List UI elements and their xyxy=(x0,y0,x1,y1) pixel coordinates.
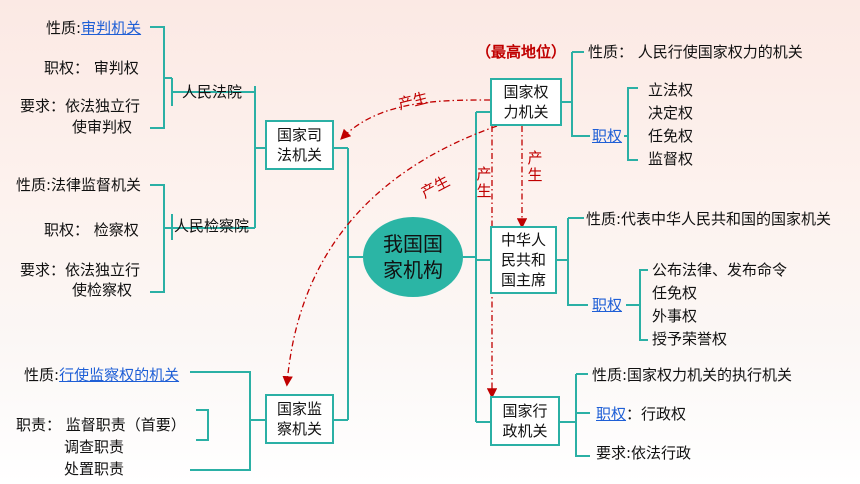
admin-box: 国家行 政机关 xyxy=(490,396,560,446)
president-line1: 中华人 xyxy=(500,231,546,249)
supervision-box: 国家监 察机关 xyxy=(265,394,334,444)
power-organ-box: 国家权 力机关 xyxy=(490,78,562,126)
president-line2: 民共和 xyxy=(500,251,546,269)
procuratorate-power: 职权： 检察权 xyxy=(44,221,139,239)
admin-power-link[interactable]: 职权 xyxy=(596,405,627,423)
arrow-label-char: 产 xyxy=(476,165,492,183)
supervision-nature: 性质:行使监察权的机关 xyxy=(24,365,179,385)
court-power: 职权： 审判权 xyxy=(44,59,139,77)
court-req-line1: 要求：依法独立行 xyxy=(20,97,141,115)
court-nature: 性质:审判机关 xyxy=(46,18,141,38)
admin-line1: 国家行 xyxy=(502,402,548,420)
admin-req: 要求:依法行政 xyxy=(596,444,692,462)
procuratorate-req-line2: 使检察权 xyxy=(72,281,133,299)
power-organ-power-link[interactable]: 职权 xyxy=(592,127,623,145)
supreme-status-label: （最高地位） xyxy=(476,43,567,61)
president-power-2: 任免权 xyxy=(652,284,698,302)
supervision-nature-link[interactable]: 行使监察权的机关 xyxy=(59,366,180,384)
admin-power-value: ：行政权 xyxy=(626,405,687,423)
supervision-nature-label: 性质: xyxy=(24,366,60,384)
supervision-line1: 国家监 xyxy=(276,400,322,418)
procuratorate-name: 人民检察院 xyxy=(174,217,250,235)
supervision-duty1: 职责： 监督职责（首要） xyxy=(16,416,186,434)
president-line3: 国主席 xyxy=(500,271,546,289)
judicial-line2: 法机关 xyxy=(276,146,322,164)
supervision-duty3: 处置职责 xyxy=(64,460,125,478)
procuratorate-nature: 性质:法律监督机关 xyxy=(16,176,142,194)
president-power-3: 外事权 xyxy=(652,307,698,325)
center-line1: 我国国 xyxy=(383,232,443,256)
procuratorate-req-line1: 要求：依法独立行 xyxy=(20,261,141,279)
supervision-duty2: 调查职责 xyxy=(64,438,125,456)
court-nature-link[interactable]: 审判机关 xyxy=(81,19,142,37)
power-organ-power-2: 决定权 xyxy=(648,104,694,122)
president-power-4: 授予荣誉权 xyxy=(652,330,728,348)
power-organ-power-4: 监督权 xyxy=(648,150,694,168)
arrow-label-char: 产 xyxy=(527,149,543,167)
arrow-label-char: 生 xyxy=(476,182,492,200)
admin-line2: 政机关 xyxy=(502,422,548,440)
arrow-label-produce-president: 产 生 xyxy=(527,150,543,184)
judicial-line1: 国家司 xyxy=(276,126,322,144)
supervision-line2: 察机关 xyxy=(276,420,322,438)
president-power-link[interactable]: 职权 xyxy=(592,296,623,314)
arrow-label-produce-admin: 产 生 xyxy=(476,166,492,200)
power-organ-power-3: 任免权 xyxy=(648,127,694,145)
court-nature-label: 性质: xyxy=(46,19,82,37)
president-power-1: 公布法律、发布命令 xyxy=(652,261,788,279)
president-nature: 性质:代表中华人民共和国的国家机关 xyxy=(586,210,832,228)
court-req-line2: 使审判权 xyxy=(72,118,133,136)
president-box: 中华人 民共和 国主席 xyxy=(490,226,557,294)
admin-nature: 性质:国家权力机关的执行机关 xyxy=(592,366,793,384)
judicial-box: 国家司 法机关 xyxy=(265,120,334,170)
court-name: 人民法院 xyxy=(182,83,243,101)
power-organ-nature: 性质： 人民行使国家权力的机关 xyxy=(588,43,803,61)
power-organ-line1: 国家权 xyxy=(503,83,549,101)
power-organ-power-1: 立法权 xyxy=(648,81,694,99)
power-organ-line2: 力机关 xyxy=(503,103,549,121)
arrow-label-char: 生 xyxy=(527,166,543,184)
admin-power: 职权：行政权 xyxy=(596,404,686,424)
center-node: 我国国 家机构 xyxy=(363,217,463,297)
center-line2: 家机构 xyxy=(383,258,443,282)
